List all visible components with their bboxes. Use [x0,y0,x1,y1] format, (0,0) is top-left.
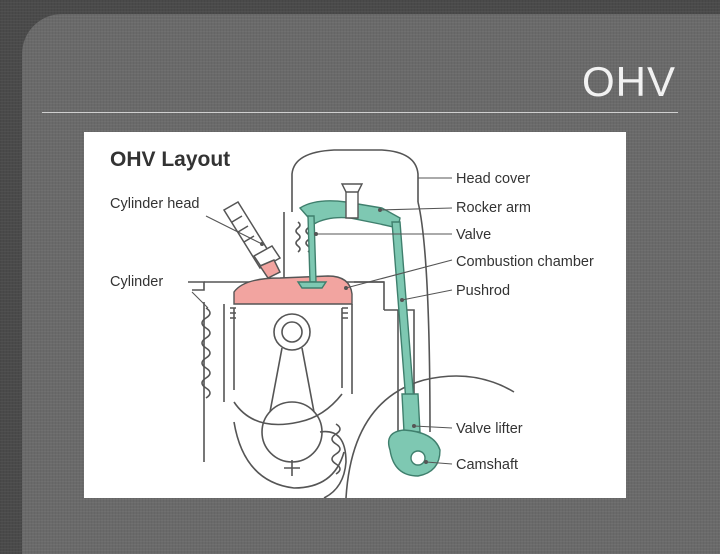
label-pushrod: Pushrod [456,283,510,299]
leader-lines [191,177,453,465]
spark-plug [222,200,282,279]
label-cylinder-head: Cylinder head [110,196,199,212]
label-camshaft: Camshaft [456,457,518,473]
ohv-diagram: OHV Layout [84,132,626,498]
valve-shape [307,215,317,283]
valvetrain [296,183,441,477]
label-valve: Valve [456,227,491,243]
label-cylinder: Cylinder [110,274,163,290]
slide-title: OHV [581,58,676,105]
ohv-diagram-svg: OHV Layout [110,148,594,498]
combustion-chamber-shape [233,275,353,305]
head-cover-shape [291,149,419,212]
leader-dots [260,208,428,464]
engine-outline [188,149,515,498]
label-valve-lifter: Valve lifter [456,421,523,437]
label-rocker-arm: Rocker arm [456,200,531,216]
diagram-heading: OHV Layout [110,148,230,171]
label-combustion-chamber: Combustion chamber [456,254,594,270]
pushrod-shape [391,221,415,403]
title-divider [42,112,678,113]
label-head-cover: Head cover [456,171,530,187]
